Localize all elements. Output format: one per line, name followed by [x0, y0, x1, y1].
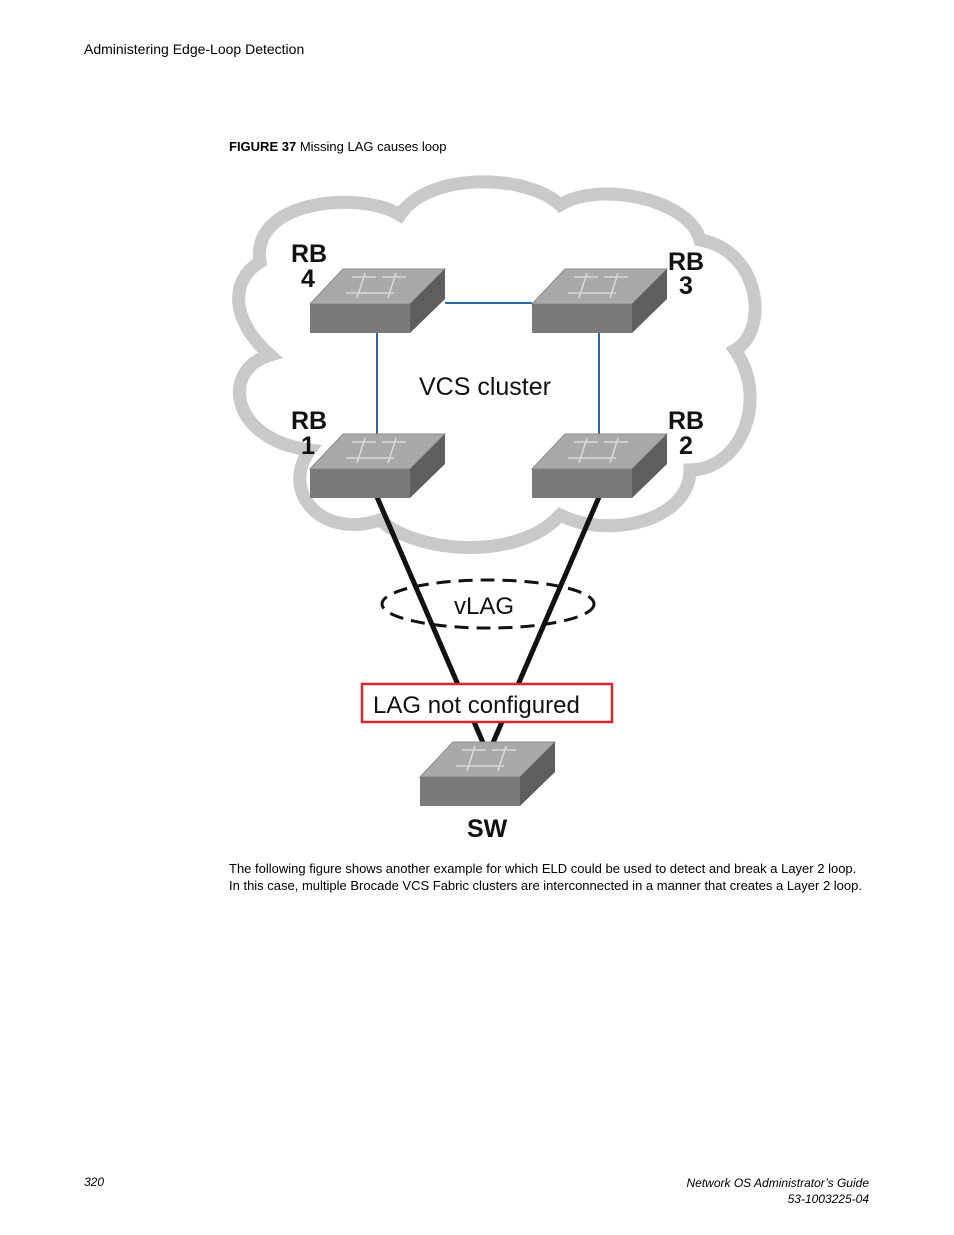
rb3-switch-icon	[531, 268, 668, 334]
page-number: 320	[84, 1175, 105, 1189]
vlag-links	[374, 496, 602, 746]
cloud-shape	[232, 175, 762, 554]
rb2-label-line1: RB	[668, 407, 704, 435]
rb4-label-line1: RB	[291, 240, 327, 268]
doc-title: Network OS Administrator’s Guide	[686, 1176, 869, 1190]
doc-number: 53-1003225-04	[787, 1192, 869, 1206]
running-header: Administering Edge-Loop Detection	[84, 41, 305, 57]
sw-switch-icon	[419, 741, 556, 807]
figure-label: FIGURE 37	[229, 139, 297, 154]
rb4-switch-icon	[309, 268, 446, 334]
rb2-label-line2: 2	[679, 432, 693, 460]
vlag-label: vLAG	[454, 593, 514, 620]
vcs-cluster-label: VCS cluster	[419, 373, 551, 401]
body-paragraph: The following figure shows another examp…	[229, 861, 862, 893]
rb4-label-line2: 4	[301, 265, 315, 293]
rb1-switch-icon	[309, 433, 446, 499]
cluster-links	[376, 302, 600, 436]
sw-label: SW	[467, 815, 508, 843]
lag-alert-text: LAG not configured	[373, 692, 580, 719]
rb3-label-line2: 3	[679, 272, 693, 300]
figure-caption-text: Missing LAG causes loop	[299, 139, 447, 154]
rb1-label-line2: 1	[301, 432, 315, 460]
vlag-ellipse	[380, 578, 596, 630]
figure-caption: FIGURE 37 Missing LAG causes loop	[229, 139, 447, 154]
rb2-switch-icon	[531, 433, 668, 499]
rb3-label-line1: RB	[668, 248, 704, 276]
footer-doc-info: Network OS Administrator’s Guide 53-1003…	[686, 1175, 869, 1207]
rb1-label-line1: RB	[291, 407, 327, 435]
lag-alert-box	[360, 682, 614, 724]
